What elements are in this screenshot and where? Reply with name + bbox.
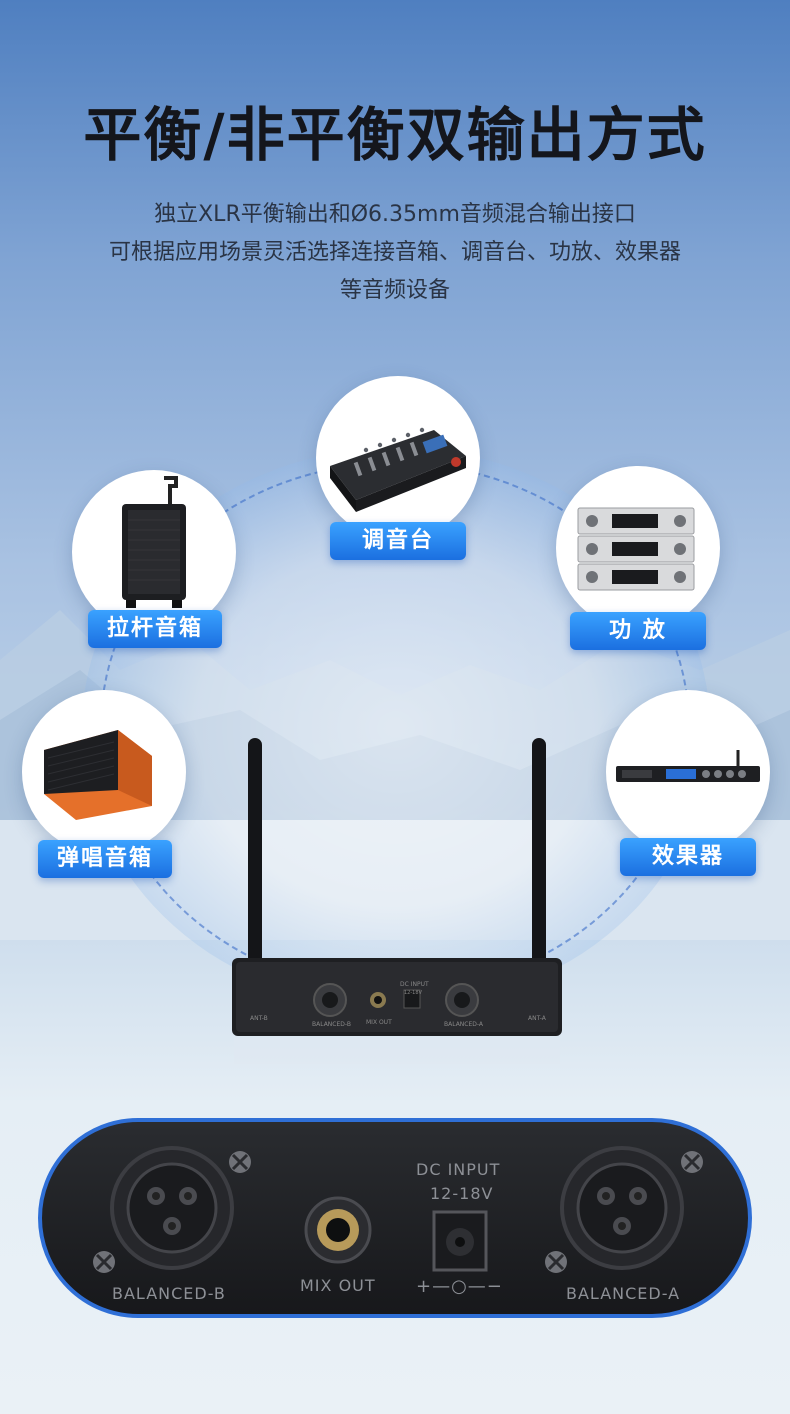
dc-input-jack (432, 1210, 488, 1272)
description-line-1: 独立XLR平衡输出和Ø6.35mm音频混合输出接口 (154, 202, 636, 227)
receiver-label-ant-a: ANT-A (528, 1015, 547, 1022)
device-label-amplifier: 功 放 (570, 612, 706, 650)
receiver-unit: ANT-B BALANCED-B MIX OUT DC INPUT 12-18V… (232, 738, 562, 1064)
panel-label-balanced-a: BALANCED-A (566, 1284, 681, 1303)
panel-label-dc-voltage: 12-18V (430, 1184, 494, 1203)
panel-label-balanced-b: BALANCED-B (112, 1284, 226, 1303)
description-line-3: 等音频设备 (339, 278, 450, 303)
antenna-a (532, 738, 546, 988)
effects-processor-icon (616, 750, 760, 782)
receiver-label-ant-b: ANT-B (250, 1015, 268, 1022)
device-circle (556, 466, 720, 630)
panel-connectors (93, 1146, 703, 1273)
receiver-label-balanced-b: BALANCED-B (312, 1021, 351, 1028)
mixer-icon (330, 427, 466, 512)
device-circle (606, 690, 770, 854)
xlr-connector-b (110, 1146, 234, 1270)
receiver-label-dc-voltage: 12-18V (404, 990, 423, 996)
description-line-2: 可根据应用场景灵活选择连接音箱、调音台、功放、效果器 (108, 240, 681, 265)
panel-label-dc-input: DC INPUT (416, 1160, 501, 1179)
panel-label-polarity: +—○—− (416, 1276, 503, 1297)
description: 独立XLR平衡输出和Ø6.35mm音频混合输出接口 可根据应用场景灵活选择连接音… (0, 196, 790, 310)
device-circle (316, 376, 480, 540)
amplifier-icon (577, 507, 695, 591)
device-label-effects-processor: 效果器 (620, 838, 756, 876)
antenna-b (248, 738, 262, 988)
rear-panel-closeup: BALANCED-B MIX OUT DC INPUT 12-18V +—○—−… (38, 1118, 752, 1318)
page-title: 平衡/非平衡双输出方式 (83, 101, 707, 169)
receiver-label-mix-out: MIX OUT (366, 1019, 392, 1026)
receiver-label-balanced-a: BALANCED-A (444, 1021, 484, 1028)
device-label-mixer: 调音台 (330, 522, 466, 560)
device-label-monitor-speaker: 弹唱音箱 (38, 840, 172, 878)
device-label-trolley-speaker: 拉杆音箱 (88, 610, 222, 648)
receiver-label-dc-input: DC INPUT (400, 981, 429, 988)
mix-out-jack (304, 1196, 372, 1264)
device-circle (72, 470, 236, 634)
trolley-speaker-icon (122, 476, 186, 608)
monitor-speaker-icon (44, 730, 152, 820)
panel-label-mix-out: MIX OUT (300, 1276, 376, 1295)
device-circle (22, 690, 186, 854)
xlr-connector-a (560, 1146, 684, 1270)
